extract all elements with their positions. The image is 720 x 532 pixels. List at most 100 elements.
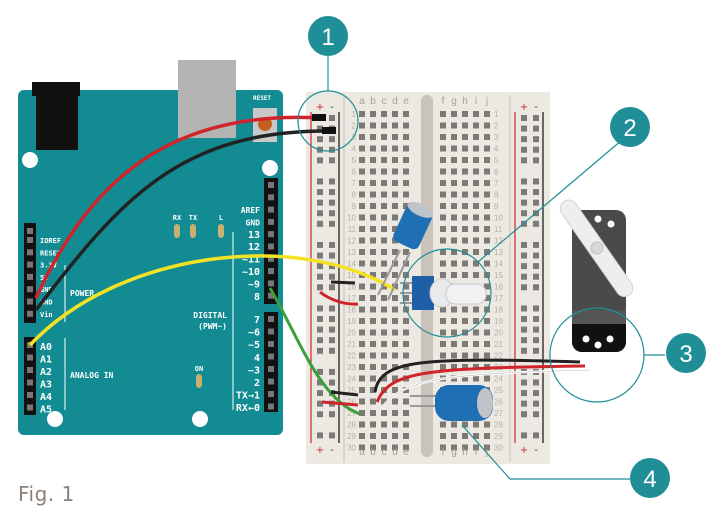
breadboard-hole[interactable] — [403, 122, 409, 129]
breadboard-hole[interactable] — [381, 226, 387, 232]
breadboard-hole[interactable] — [403, 295, 409, 301]
breadboard-hole[interactable] — [370, 191, 376, 198]
breadboard-hole[interactable] — [440, 191, 446, 198]
breadboard-hole[interactable] — [484, 352, 490, 359]
breadboard-hole[interactable] — [381, 191, 387, 198]
breadboard-hole[interactable] — [451, 168, 457, 175]
breadboard-hole[interactable] — [370, 157, 376, 163]
breadboard-hole[interactable] — [403, 145, 409, 152]
rail-hole[interactable] — [533, 136, 539, 143]
breadboard-hole[interactable] — [381, 157, 387, 163]
breadboard-hole[interactable] — [381, 168, 387, 175]
breadboard-hole[interactable] — [370, 410, 376, 416]
breadboard-hole[interactable] — [484, 444, 490, 451]
breadboard-hole[interactable] — [473, 168, 479, 175]
breadboard-hole[interactable] — [381, 295, 387, 301]
breadboard-hole[interactable] — [473, 375, 479, 382]
rail-hole[interactable] — [317, 411, 323, 418]
breadboard-hole[interactable] — [403, 329, 409, 336]
breadboard-hole[interactable] — [451, 318, 457, 324]
breadboard-hole[interactable] — [451, 306, 457, 313]
servo-wire-black[interactable] — [373, 358, 581, 393]
wire-cap-vcc[interactable] — [321, 400, 359, 407]
breadboard-hole[interactable] — [473, 157, 479, 163]
breadboard-hole[interactable] — [462, 318, 468, 324]
breadboard-hole[interactable] — [462, 329, 468, 336]
breadboard-hole[interactable] — [440, 237, 446, 244]
header-pin[interactable] — [268, 403, 274, 410]
breadboard-hole[interactable] — [359, 318, 365, 324]
rail-hole[interactable] — [533, 189, 539, 196]
breadboard-hole[interactable] — [392, 421, 398, 428]
breadboard-hole[interactable] — [359, 295, 365, 301]
rail-hole[interactable] — [329, 284, 335, 291]
breadboard-hole[interactable] — [440, 249, 446, 255]
rail-hole[interactable] — [317, 178, 323, 185]
breadboard-hole[interactable] — [381, 410, 387, 416]
breadboard-hole[interactable] — [462, 203, 468, 209]
header-pin[interactable] — [268, 353, 274, 360]
breadboard-hole[interactable] — [370, 364, 376, 370]
breadboard-hole[interactable] — [440, 421, 446, 428]
header-pin[interactable] — [268, 316, 274, 322]
breadboard-hole[interactable] — [381, 145, 387, 152]
header-pin[interactable] — [268, 328, 274, 335]
rail-hole[interactable] — [521, 136, 527, 143]
rail-hole[interactable] — [329, 326, 335, 333]
rail-hole[interactable] — [533, 390, 539, 397]
breadboard-hole[interactable] — [451, 122, 457, 129]
breadboard-hole[interactable] — [359, 111, 365, 117]
breadboard-hole[interactable] — [473, 306, 479, 313]
breadboard-hole[interactable] — [484, 145, 490, 152]
breadboard-hole[interactable] — [359, 352, 365, 359]
rail-hole[interactable] — [521, 210, 527, 217]
rail-hole[interactable] — [521, 326, 527, 333]
breadboard-hole[interactable] — [392, 203, 398, 209]
breadboard-hole[interactable] — [462, 145, 468, 152]
rail-hole[interactable] — [521, 252, 527, 259]
header-pin[interactable] — [27, 286, 33, 293]
breadboard-hole[interactable] — [359, 237, 365, 244]
rail-hole[interactable] — [521, 379, 527, 386]
breadboard-hole[interactable] — [370, 398, 376, 405]
breadboard-hole[interactable] — [473, 421, 479, 428]
rail-hole[interactable] — [317, 337, 323, 344]
rail-hole[interactable] — [329, 337, 335, 344]
breadboard-hole[interactable] — [359, 226, 365, 232]
breadboard-hole[interactable] — [462, 180, 468, 186]
rail-hole[interactable] — [533, 337, 539, 344]
breadboard-hole[interactable] — [462, 191, 468, 198]
breadboard-hole[interactable] — [440, 329, 446, 336]
breadboard-hole[interactable] — [440, 157, 446, 163]
breadboard-hole[interactable] — [403, 444, 409, 451]
rail-hole[interactable] — [521, 347, 527, 354]
breadboard-hole[interactable] — [392, 295, 398, 301]
breadboard-hole[interactable] — [370, 214, 376, 221]
rail-hole[interactable] — [317, 136, 323, 143]
breadboard-hole[interactable] — [440, 214, 446, 221]
rail-hole[interactable] — [317, 252, 323, 259]
breadboard-hole[interactable] — [359, 341, 365, 347]
breadboard-hole[interactable] — [381, 283, 387, 290]
breadboard-hole[interactable] — [484, 214, 490, 221]
breadboard-hole[interactable] — [359, 122, 365, 129]
breadboard-hole[interactable] — [462, 375, 468, 382]
rail-hole[interactable] — [329, 146, 335, 153]
breadboard-hole[interactable] — [381, 111, 387, 117]
breadboard-hole[interactable] — [381, 421, 387, 428]
rail-hole[interactable] — [329, 368, 335, 375]
breadboard-hole[interactable] — [359, 306, 365, 313]
rail-hole[interactable] — [329, 305, 335, 312]
breadboard-hole[interactable] — [462, 306, 468, 313]
breadboard-hole[interactable] — [462, 260, 468, 267]
breadboard-hole[interactable] — [359, 168, 365, 175]
breadboard-hole[interactable] — [440, 272, 446, 278]
header-pin[interactable] — [27, 249, 33, 256]
wire-5v-red[interactable] — [34, 115, 321, 299]
breadboard-hole[interactable] — [473, 364, 479, 370]
header-pin[interactable] — [268, 366, 274, 372]
rail-hole[interactable] — [329, 316, 335, 323]
rail-hole[interactable] — [533, 432, 539, 439]
breadboard-hole[interactable] — [392, 168, 398, 175]
breadboard-hole[interactable] — [381, 329, 387, 336]
